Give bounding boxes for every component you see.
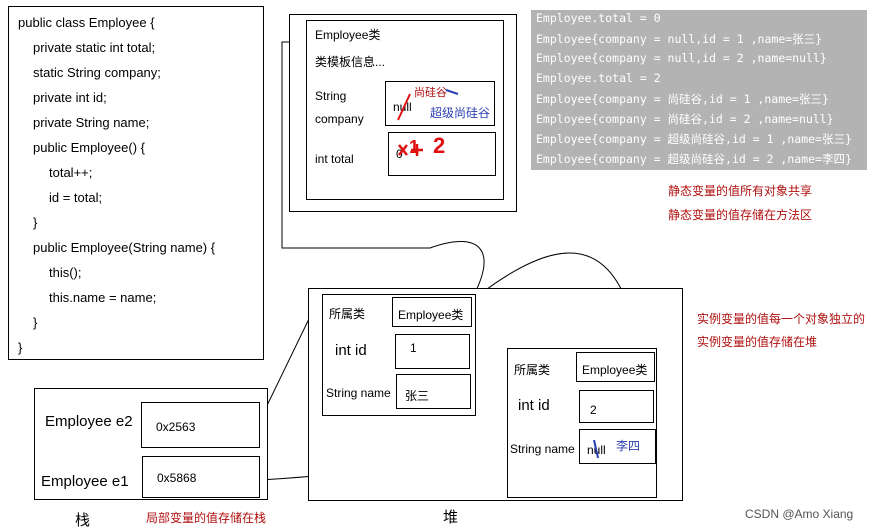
obj2-class-label: 所属类 [514,363,551,377]
output-line: Employee.total = 2 [536,71,661,85]
company-second-value: 超级尚硅谷 [430,106,491,120]
e1-value-box: 0x5868 [142,456,260,498]
output-line: Employee.total = 0 [536,11,661,25]
note-static-stored: 静态变量的值存储在方法区 [668,208,813,222]
e2-value: 0x2563 [156,420,196,434]
code-panel: public class Employee { private static i… [8,6,264,360]
total-two-value: 2 [433,133,446,158]
note-local-stored: 局部变量的值存储在栈 [146,511,267,525]
total-label: int total [315,152,354,166]
obj1-id-label: int id [335,342,367,359]
code-line: } [33,215,38,230]
obj1-class-value-box: Employee类 [392,297,472,327]
obj1-id-value-box: 1 [395,334,470,369]
output-line: Employee{company = 尚硅谷,id = 1 ,name=张三} [536,92,829,106]
note-instance-stored: 实例变量的值存储在堆 [697,335,818,349]
code-line: this.name = name; [49,290,157,305]
note-instance-independent: 实例变量的值每一个对象独立的 [697,312,866,326]
obj1-name-value: 张三 [405,389,430,403]
code-line: total++; [49,165,93,180]
output-line: Employee{company = 超级尚硅谷,id = 1 ,name=张三… [536,132,852,146]
obj2-id-value: 2 [590,403,597,417]
obj2-id-value-box: 2 [579,390,654,423]
company-name-label: company [315,112,364,126]
code-line: this(); [49,265,82,280]
code-line: public class Employee { [18,15,155,30]
output-line: Employee{company = 超级尚硅谷,id = 2 ,name=李四… [536,152,852,166]
stack-label: 栈 [75,512,91,529]
code-line: id = total; [49,190,103,205]
obj1-name-label: String name [326,386,391,400]
code-line: } [33,315,38,330]
class-subtitle: 类模板信息... [315,55,386,69]
code-line: } [18,340,23,355]
obj2-name-value: 李四 [616,439,641,453]
code-line: public Employee() { [33,140,145,155]
class-title: Employee类 [315,28,381,42]
obj1-class-value: Employee类 [398,308,464,322]
e2-label: Employee e2 [45,413,133,430]
output-line: Employee{company = null,id = 1 ,name=张三} [536,32,823,46]
output-line: Employee{company = 尚硅谷,id = 2 ,name=null… [536,112,834,126]
output-line: Employee{company = null,id = 2 ,name=nul… [536,51,827,65]
note-static-shared: 静态变量的值所有对象共享 [668,184,813,198]
obj1-id-value: 1 [410,341,417,355]
e2-value-box: 0x2563 [141,402,260,448]
code-line: private static int total; [33,40,156,55]
company-value-box: null 尚硅谷 超级尚硅谷 [385,81,495,126]
e1-value: 0x5868 [157,471,197,485]
total-value-box: 0 1 2 [388,132,496,176]
code-line: private String name; [33,115,150,130]
code-line: public Employee(String name) { [33,240,216,255]
total-one-value: 1 [409,137,420,157]
strike-marks [397,89,459,121]
company-first-value: 尚硅谷 [414,87,447,99]
heap-label: 堆 [443,509,459,526]
obj2-id-label: int id [518,397,550,414]
obj2-name-label: String name [510,442,575,456]
code-line: private int id; [33,90,107,105]
watermark: CSDN @Amo Xiang [745,507,854,521]
code-line: static String company; [33,65,161,80]
total-handwriting [398,144,423,156]
obj1-name-value-box: 张三 [396,374,471,409]
obj2-class-value: Employee类 [582,363,648,377]
obj2-name-value-box: null 李四 [579,429,656,464]
arrow-obj1-to-class [281,42,485,303]
company-null-value: null [393,100,412,114]
obj1-class-label: 所属类 [329,307,366,321]
e1-label: Employee e1 [41,473,129,490]
company-type-label: String [315,89,347,103]
obj2-class-value-box: Employee类 [576,352,655,382]
console-output: Employee.total = 0 Employee{company = nu… [531,10,867,170]
obj2-name-strike [593,439,599,459]
